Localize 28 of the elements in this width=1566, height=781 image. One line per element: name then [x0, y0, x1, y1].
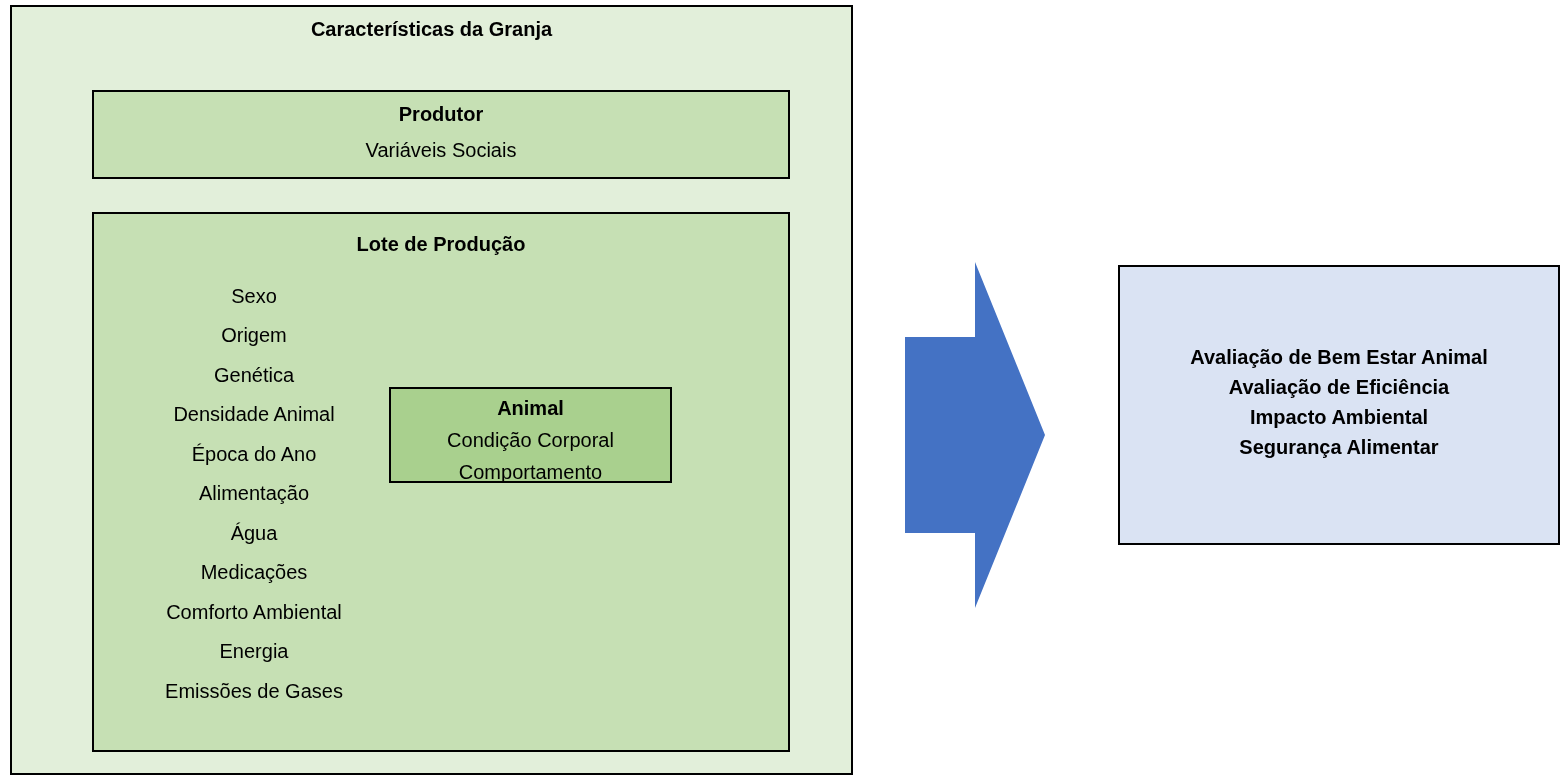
item-label: Emissões de Gases	[164, 678, 344, 703]
heading: Características da Granja	[309, 17, 554, 41]
item-label: Alimentação	[197, 481, 311, 505]
heading: Avaliação de Eficiência	[1227, 375, 1451, 399]
item-label: Genética	[212, 362, 296, 387]
item-label: Comforto Ambiental	[165, 599, 343, 624]
heading: Avaliação de Bem Estar Animal	[1189, 345, 1489, 369]
heading: Produtor	[397, 102, 485, 126]
group-panel	[10, 5, 853, 775]
item-label: Energia	[218, 639, 290, 663]
item-label: Variáveis Sociais	[364, 138, 518, 162]
category-box	[92, 90, 790, 179]
item-label: Medicações	[199, 560, 309, 584]
item-label: Origem	[220, 323, 288, 347]
heading: Animal	[496, 396, 565, 420]
item-label: Água	[229, 520, 279, 545]
heading: Lote de Produção	[355, 232, 527, 256]
item-label: Densidade Animal	[172, 402, 336, 426]
category-box	[389, 387, 672, 483]
item-label: Sexo	[230, 283, 278, 308]
result-box	[1118, 265, 1560, 545]
heading: Segurança Alimentar	[1238, 435, 1440, 459]
block-arrow	[905, 262, 1045, 608]
category-box	[92, 212, 790, 752]
item-label: Época do Ano	[190, 441, 318, 466]
item-label: Condição Corporal	[446, 428, 615, 452]
heading: Impacto Ambiental	[1248, 405, 1430, 429]
item-label: Comportamento	[457, 460, 604, 484]
